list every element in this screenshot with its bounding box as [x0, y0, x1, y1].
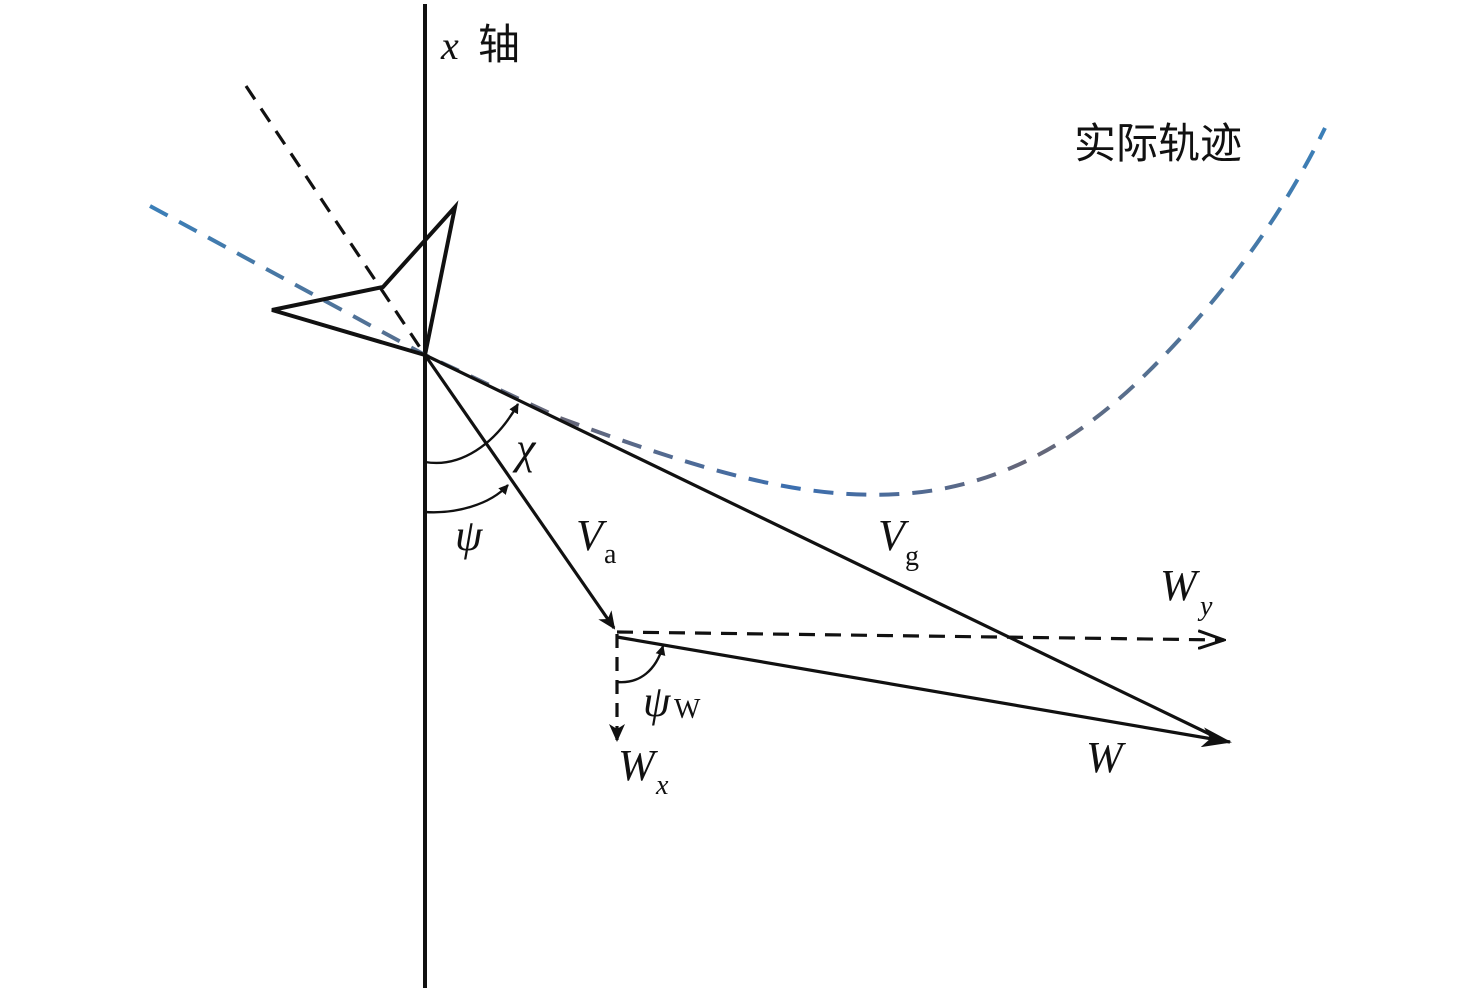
psi-angle-arc	[424, 484, 509, 514]
trajectory-label: 实际轨迹	[1074, 119, 1242, 168]
x-axis-var-label: x	[440, 23, 459, 68]
va-vector	[423, 354, 616, 630]
x-axis-word-label: 轴	[478, 20, 520, 69]
va-label: V	[576, 511, 608, 560]
va-subscript: a	[604, 539, 617, 570]
aircraft-icon	[271, 200, 459, 358]
actual-trajectory-curve	[149, 127, 1327, 497]
w-label: W	[1086, 733, 1126, 782]
wy-component	[616, 632, 1224, 640]
heading-dashed-line	[244, 85, 427, 356]
chi-label: χ	[512, 424, 537, 473]
chi-angle-arc	[424, 403, 520, 465]
vg-subscript: g	[905, 541, 919, 572]
psiw-subscript: W	[674, 694, 701, 725]
vg-label: V	[878, 511, 910, 560]
wx-label: W	[618, 741, 658, 790]
vg-vector	[424, 353, 1227, 744]
wx-subscript: x	[655, 770, 669, 801]
w-vector	[616, 635, 1232, 748]
psiw-angle-arc	[616, 645, 666, 684]
wy-subscript: y	[1197, 591, 1213, 622]
wy-label: W	[1160, 561, 1200, 610]
psi-label: ψ	[455, 511, 483, 560]
psiw-label: ψ	[643, 677, 671, 726]
